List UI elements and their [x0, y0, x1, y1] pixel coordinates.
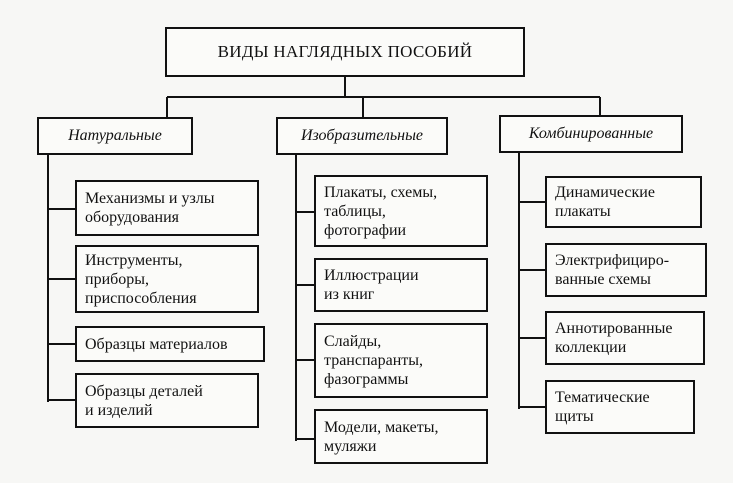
item-label: Тематические щиты [555, 389, 650, 425]
item-visual-2: Иллюстрации из книг [314, 258, 488, 312]
item-natural-1: Механизмы и узлы оборудования [75, 180, 259, 236]
item-label: Слайды, транспаранты, фазограммы [324, 333, 424, 388]
item-natural-4: Образцы деталей и изделий [75, 373, 259, 428]
category-natural: Натуральные [37, 117, 193, 155]
item-combined-4: Тематические щиты [545, 380, 695, 434]
item-label: Аннотированные коллекции [555, 320, 673, 356]
category-label: Изобразительные [300, 127, 424, 144]
item-label: Инструменты, приборы, приспособления [85, 251, 197, 307]
item-natural-3: Образцы материалов [75, 326, 265, 362]
item-label: Модели, макеты, муляжи [324, 418, 439, 455]
item-visual-4: Модели, макеты, муляжи [314, 409, 488, 464]
diagram-title-text: ВИДЫ НАГЛЯДНЫХ ПОСОБИЙ [217, 42, 473, 61]
item-label: Механизмы и узлы оборудования [85, 190, 215, 226]
diagram-title: ВИДЫ НАГЛЯДНЫХ ПОСОБИЙ [165, 27, 525, 77]
category-visual: Изобразительные [276, 117, 448, 155]
item-label: Электрифициро- ванные схемы [555, 252, 670, 288]
item-visual-1: Плакаты, схемы, таблицы, фотографии [314, 175, 488, 247]
item-label: Плакаты, схемы, таблицы, фотографии [324, 183, 438, 239]
item-label: Динамические плакаты [555, 184, 655, 220]
item-label: Образцы материалов [85, 335, 228, 353]
category-combined: Комбинированные [499, 115, 683, 153]
item-label: Иллюстрации из книг [324, 267, 419, 303]
item-combined-3: Аннотированные коллекции [545, 311, 705, 365]
item-natural-2: Инструменты, приборы, приспособления [75, 245, 259, 313]
category-label: Натуральные [68, 127, 162, 144]
item-visual-3: Слайды, транспаранты, фазограммы [314, 323, 488, 398]
category-label: Комбинированные [528, 125, 654, 142]
item-label: Образцы деталей и изделий [85, 382, 203, 419]
item-combined-1: Динамические плакаты [545, 176, 702, 228]
item-combined-2: Электрифициро- ванные схемы [545, 243, 707, 297]
